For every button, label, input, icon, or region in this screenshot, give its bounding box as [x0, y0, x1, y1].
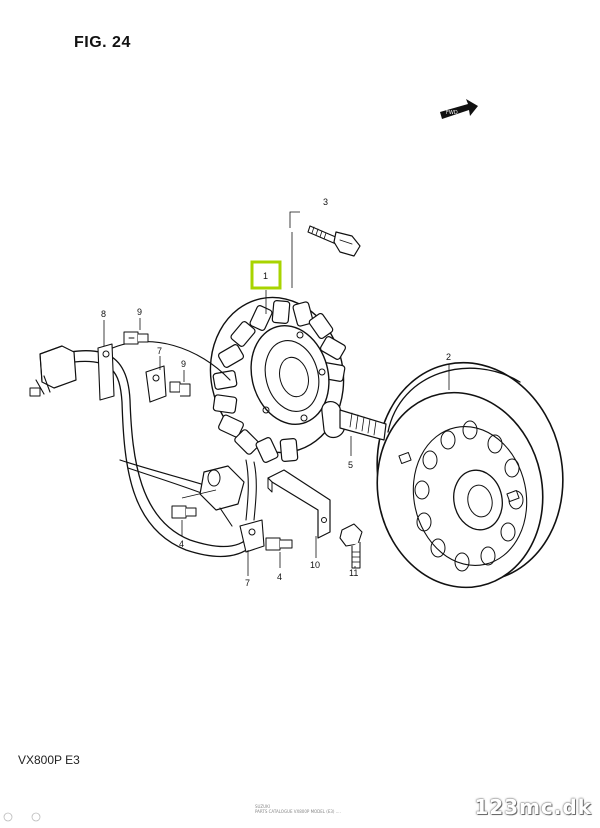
callouts: 1 2 3 4 4 5 7 7 8 9 9 10 11 — [101, 197, 451, 588]
callout-4-lower: 4 — [277, 572, 282, 582]
rotor-holes — [414, 420, 524, 572]
callout-1: 1 — [263, 271, 268, 281]
screw-9-lower — [169, 381, 191, 397]
callout-8: 8 — [101, 309, 106, 319]
screw-4-lower — [265, 537, 293, 551]
fine-print: SUZUKI PARTS CATALOGUE VX800P MODEL (E3)… — [255, 804, 341, 814]
stator-poles — [212, 299, 347, 463]
callout-11: 11 — [349, 568, 358, 578]
callout-4-upper: 4 — [179, 539, 184, 549]
rotor-bolt — [321, 401, 387, 441]
wire-clamp-7-lower — [239, 519, 265, 553]
stator-coil-assembly — [209, 296, 347, 463]
callout-9-lower: 9 — [181, 359, 186, 369]
callout-2: 2 — [446, 352, 451, 362]
pickup-sensor — [199, 465, 245, 527]
watermark-logo: 123mc.dk — [474, 795, 592, 819]
callout-9-upper: 9 — [137, 307, 142, 317]
model-label: VX800P E3 — [18, 753, 80, 767]
leader-lines — [103, 211, 450, 576]
screw-9-upper — [123, 331, 149, 345]
screw-4-upper — [171, 505, 197, 519]
callout-7-lower: 7 — [245, 578, 250, 588]
corner-marks — [3, 812, 41, 822]
highlight-box — [250, 260, 282, 290]
wire-clamp-8 — [97, 343, 115, 401]
fine-print-line-2: PARTS CATALOGUE VX800P MODEL (E3) .... — [255, 809, 341, 814]
callout-5: 5 — [348, 460, 353, 470]
rotor-flywheel — [376, 361, 564, 589]
wire-clamp-7-upper — [145, 365, 167, 403]
fwd-arrow-icon: FWD — [440, 99, 478, 119]
screw-11 — [339, 523, 363, 569]
callout-7-upper: 7 — [157, 346, 162, 356]
fine-print-line-1: SUZUKI — [255, 804, 270, 809]
wire-connector — [29, 345, 77, 397]
callout-10: 10 — [310, 560, 320, 570]
fwd-label: FWD — [446, 110, 458, 116]
callout-3: 3 — [323, 197, 328, 207]
wire-bracket — [267, 469, 331, 539]
stator-bolt — [307, 225, 361, 257]
figure-title: FIG. 24 — [74, 34, 131, 51]
